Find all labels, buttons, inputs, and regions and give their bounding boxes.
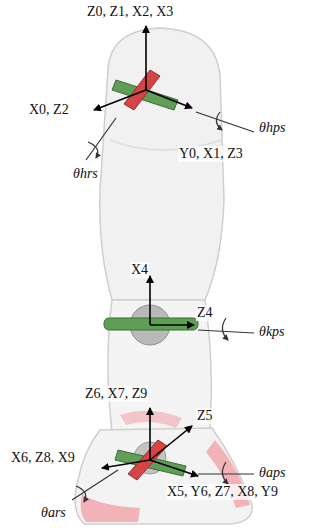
axis-label: Z6, X7, Z9 xyxy=(84,386,148,402)
axis-label: Z5 xyxy=(196,408,214,424)
joint-angle-label: θhps xyxy=(258,120,286,136)
joint-angle-label: θars xyxy=(40,505,67,521)
joint-angle-label: θaps xyxy=(258,465,286,481)
joint-angle-label: θhrs xyxy=(72,166,99,182)
axis-label: Y0, X1, Z3 xyxy=(178,146,244,162)
axis-label: X6, Z8, X9 xyxy=(10,450,76,466)
axis-label: Z0, Z1, X2, X3 xyxy=(86,4,174,20)
axis-label: Z4 xyxy=(196,305,214,321)
axis-label: X5, Y6, Z7, X8, Y9 xyxy=(166,484,279,500)
joint-angle-label: θkps xyxy=(258,324,286,340)
axis-label: X0, Z2 xyxy=(28,102,70,118)
axis-label: X4 xyxy=(130,262,149,278)
